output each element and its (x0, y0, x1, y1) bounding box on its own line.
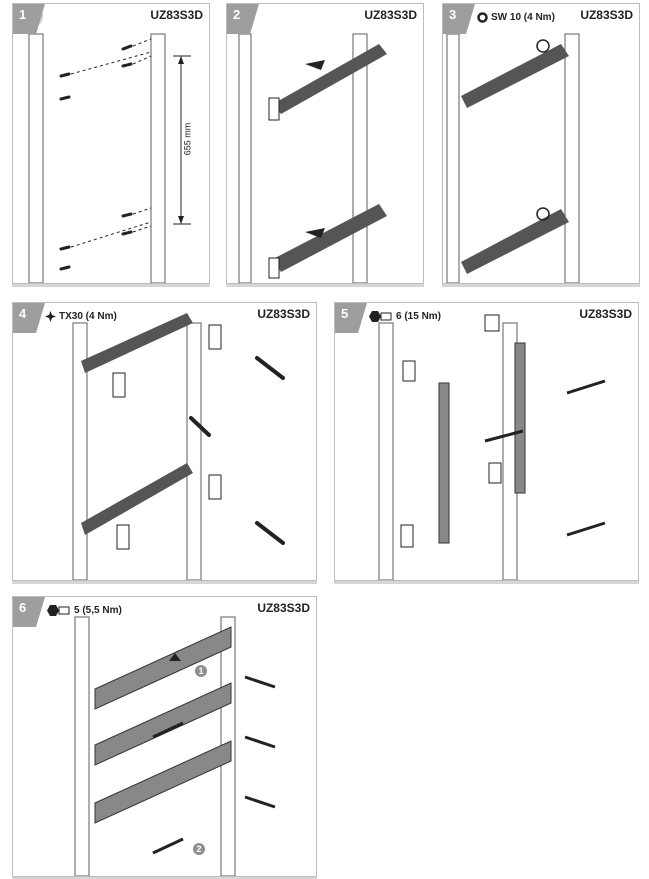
product-code: UZ83S3D (255, 307, 312, 321)
tool-spec-label: 5 (5,5 Nm) (74, 605, 122, 616)
ring-icon (477, 12, 488, 23)
step-panel-2: 2 UZ83S3D (226, 3, 424, 284)
step-number: 5 (341, 306, 349, 321)
step-2-illustration (238, 33, 387, 283)
product-code: UZ83S3D (577, 307, 634, 321)
callout-marker-2: 2 (193, 843, 205, 855)
tool-spec-label: TX30 (4 Nm) (59, 311, 117, 322)
tool-spec: 6 (15 Nm) (369, 311, 441, 322)
dimension-label: 655 mm (182, 122, 193, 156)
tool-spec: 5 (5,5 Nm) (47, 605, 122, 616)
step-5-illustration (378, 314, 606, 580)
hex-key-icon (369, 311, 392, 322)
callout-marker-1: 1 (195, 665, 207, 677)
step-number: 2 (233, 7, 241, 22)
product-code: UZ83S3D (148, 8, 205, 22)
step-6-illustration (74, 616, 276, 876)
step-number: 1 (19, 7, 27, 22)
tool-spec-label: SW 10 (4 Nm) (491, 12, 555, 23)
step-4-illustration (72, 313, 285, 580)
step-panel-4: 4 UZ83S3D TX30 (4 Nm) (12, 302, 317, 581)
step-1-illustration (19, 4, 191, 283)
tool-spec: SW 10 (4 Nm) (477, 12, 555, 23)
step-panel-1: 1 UZ83S3D 655 mm (12, 3, 210, 284)
step-panel-6: 6 UZ83S3D 5 (5,5 Nm) 1 2 (12, 596, 317, 877)
step-panel-5: 5 UZ83S3D 6 (15 Nm) (334, 302, 639, 581)
product-code: UZ83S3D (578, 8, 635, 22)
step-number: 3 (449, 7, 457, 22)
product-code: UZ83S3D (362, 8, 419, 22)
product-code: UZ83S3D (255, 601, 312, 615)
tool-spec-label: 6 (15 Nm) (396, 311, 442, 322)
tool-spec: TX30 (4 Nm) (45, 311, 117, 322)
torx-icon (45, 311, 56, 322)
step-panel-3: 3 UZ83S3D SW 10 (4 Nm) (442, 3, 640, 284)
step-number: 6 (19, 600, 27, 615)
step-3-illustration (446, 33, 580, 283)
step-number: 4 (19, 306, 27, 321)
hex-key-icon (47, 605, 70, 616)
